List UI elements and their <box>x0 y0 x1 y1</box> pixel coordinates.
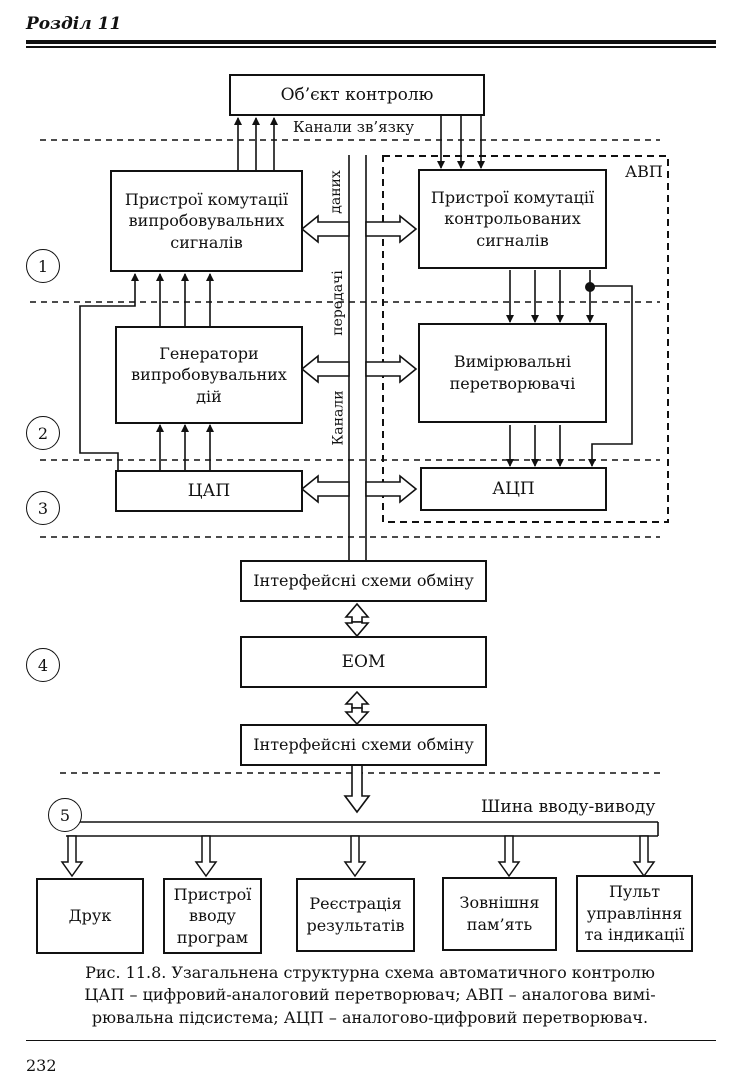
header-rule-thin <box>26 46 716 48</box>
controlled-signal-switch-block: Пристрої комутації контрольованих сигнал… <box>418 169 607 269</box>
transfer-label: передачі <box>329 270 346 336</box>
interface-circuits-block-1: Інтерфейсні схеми обміну <box>240 560 487 602</box>
level-5-marker: 5 <box>48 798 82 832</box>
control-console-block: Пульт управління та індикації <box>576 875 693 952</box>
footer-rule <box>26 1040 716 1042</box>
caption-line-1: Рис. 11.8. Узагальнена структурна схема … <box>85 963 655 982</box>
data-label: даних <box>327 170 344 214</box>
measuring-converters-block: Вимірювальні перетворювачі <box>418 323 607 423</box>
channels-label: Канали <box>330 390 347 446</box>
channels-link-label: Канали зв’язку <box>293 118 415 136</box>
figure-caption: Рис. 11.8. Узагальнена структурна схема … <box>30 962 710 1029</box>
caption-line-2: ЦАП – цифровий-аналоговий перетворювач; … <box>84 985 656 1005</box>
avp-label: АВП <box>625 162 663 181</box>
adc-block: АЦП <box>420 467 607 511</box>
io-bus-label: Шина вводу-виводу <box>481 797 656 817</box>
test-generators-block: Генератори випробовувальних дій <box>115 326 303 424</box>
level-3-marker: 3 <box>26 491 60 525</box>
computer-block: ЕОМ <box>240 636 487 688</box>
header-rule-thick <box>26 40 716 44</box>
caption-line-3: рювальна підсистема; АЦП – аналогово-циф… <box>91 1007 649 1027</box>
dac-block: ЦАП <box>115 470 303 512</box>
results-registration-block: Реєстрація результатів <box>296 878 415 952</box>
printer-block: Друк <box>36 878 144 954</box>
interface-circuits-block-2: Інтерфейсні схеми обміну <box>240 724 487 766</box>
program-input-block: Пристрої вводу програм <box>163 878 262 954</box>
level-2-marker: 2 <box>26 416 60 450</box>
object-under-test-block: Об’єкт контролю <box>229 74 485 116</box>
avp-boundary <box>382 155 669 523</box>
external-memory-block: Зовнішня пам’ять <box>442 877 557 951</box>
section-header: Розділ 11 <box>26 14 122 34</box>
test-signal-switch-block: Пристрої комутації випробовувальних сигн… <box>110 170 303 272</box>
level-1-marker: 1 <box>26 249 60 283</box>
page-number: 232 <box>26 1056 57 1075</box>
level-4-marker: 4 <box>26 648 60 682</box>
